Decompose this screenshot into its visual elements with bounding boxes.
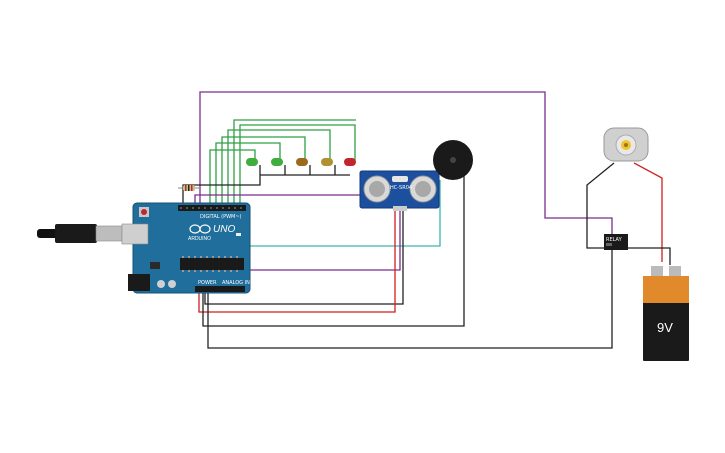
led-red — [344, 158, 356, 166]
power-header-label: POWER — [198, 280, 217, 286]
led-green-2 — [271, 158, 283, 166]
arduino-uno-board: DIGITAL (PWM~) UNO ARDUINO POWER AN — [121, 202, 251, 294]
wire-green-6 — [209, 149, 256, 205]
analog-header-label: ANALOG IN — [222, 280, 250, 286]
wire-green-2 — [233, 119, 356, 205]
board-brand-label: ARDUINO — [188, 236, 211, 242]
wire-red-motor — [633, 162, 663, 262]
digital-header-label: DIGITAL (PWM~) — [200, 214, 242, 220]
wire-green-1 — [239, 124, 356, 205]
piezo-buzzer — [433, 140, 473, 180]
wire-black-battery — [627, 247, 671, 265]
wire-black-motor — [586, 162, 615, 249]
relay-label: RELAY — [606, 237, 623, 243]
battery-9v: 9V — [643, 266, 689, 361]
led-yellow — [321, 158, 333, 166]
wire-black-sensor — [204, 210, 404, 305]
wire-black-relay — [207, 250, 613, 349]
wire-black-buzzer — [202, 175, 465, 327]
board-model-label: UNO — [213, 224, 235, 235]
wire-led-ground — [182, 165, 350, 205]
wires — [182, 91, 671, 349]
microcontroller-chip — [180, 258, 244, 270]
ultrasonic-sensor: HC-SR04 — [359, 170, 440, 211]
wire-green-4 — [221, 136, 306, 205]
wire-red-sensor — [198, 210, 396, 313]
wire-purple-sensor-2 — [250, 210, 401, 271]
usb-cable — [37, 224, 123, 243]
sensor-label: HC-SR04 — [390, 185, 412, 191]
relay: RELAY — [604, 234, 628, 250]
arduino-logo — [189, 224, 211, 234]
wire-green-5 — [215, 142, 281, 205]
wire-green-3 — [227, 129, 331, 205]
battery-label: 9V — [657, 320, 673, 335]
wire-purple-relay — [199, 91, 613, 236]
resistor — [178, 185, 200, 191]
led-orange — [296, 158, 308, 166]
led-row — [246, 158, 356, 166]
dc-motor — [603, 127, 649, 162]
led-green-1 — [246, 158, 258, 166]
